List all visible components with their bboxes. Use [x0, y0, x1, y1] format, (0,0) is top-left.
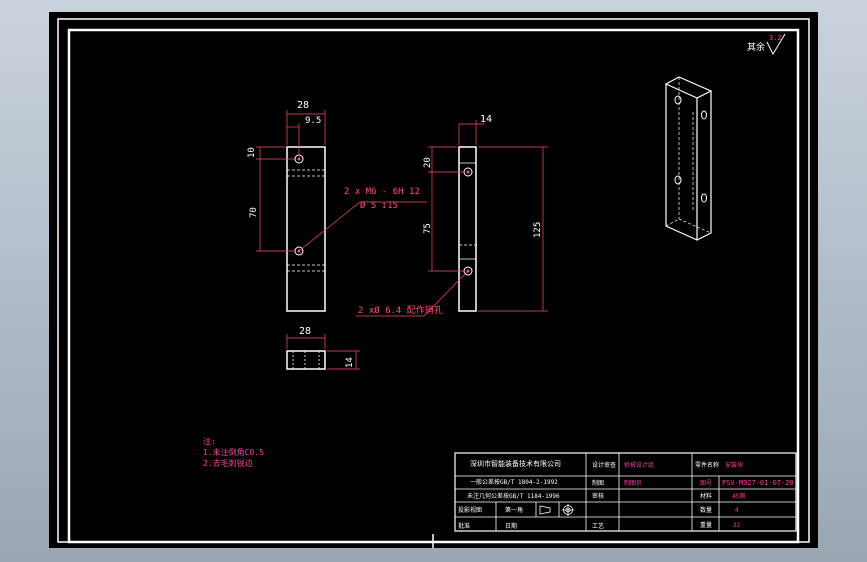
notes-title: 注: [203, 436, 216, 446]
notes-line2: 2.去毛刺锐边 [203, 458, 253, 468]
notes-line1: 1.未注倒角C0.5 [203, 447, 264, 457]
thread-callout-line1: 2 x M6 - 6H 12 [344, 187, 420, 197]
cad-drawing: 其余 3.2 28 9.5 10 70 2 x [57, 18, 810, 548]
tb-weight-value: 32 [733, 522, 741, 529]
tb-material-label: 材料 [700, 492, 712, 500]
tb-drawing-no-label: 图号 [700, 480, 712, 487]
front-dim-top: 10 [247, 147, 257, 158]
tb-company: 深圳市智能装备技术有限公司 [470, 459, 561, 468]
tb-part-name-label: 零件名称 [695, 461, 719, 469]
top-view: 28 14 [286, 326, 360, 370]
title-block: 深圳市智能装备技术有限公司 一般公差按GB/T 1804-2-1992 未注几何… [454, 452, 797, 532]
front-dim-spacing: 70 [249, 207, 259, 218]
side-dim-spacing: 75 [423, 223, 433, 234]
tb-checked-label: 审核 [592, 492, 604, 500]
roughness-symbol-icon [766, 33, 786, 56]
tb-designer-label: 设计审查 [592, 461, 616, 469]
side-dim-length: 125 [533, 222, 543, 238]
pin-hole-callout: 2 xØ 6.4 配作销孔 [358, 304, 443, 316]
tb-approve-label: 批准 [458, 522, 470, 530]
isometric-view [664, 76, 713, 241]
front-view: 28 9.5 10 70 [247, 100, 326, 312]
tb-part-name-value: 安装块 [725, 461, 743, 469]
front-dim-offset: 9.5 [305, 116, 321, 126]
tb-process-label: 工艺 [592, 522, 604, 530]
side-dim-thickness: 14 [480, 114, 492, 125]
front-outline [286, 146, 326, 312]
side-dim-top: 20 [423, 157, 433, 168]
side-outline [458, 146, 477, 312]
projection-symbol-icon [539, 504, 574, 516]
side-view: 14 20 75 125 [423, 114, 548, 312]
tb-date-label: 日期 [505, 522, 517, 530]
tb-weight-label: 重量 [700, 521, 712, 529]
roughness-label: 其余 [747, 41, 765, 53]
tb-material-value: 45钢 [732, 492, 745, 500]
roughness-value: 3.2 [769, 34, 782, 42]
tb-qty-value: 4 [735, 507, 739, 514]
tb-scale-label: 第一角 [505, 506, 523, 514]
tb-std1: 一般公差按GB/T 1804-2-1992 [470, 478, 558, 486]
drawing-sheet: 其余 3.2 28 9.5 10 70 2 x [49, 12, 818, 548]
tb-drawn-label: 制图 [592, 479, 604, 487]
thread-callout-line2: Ø 5 ↧15 [360, 200, 398, 211]
tb-designer-value: 机械设计组 [624, 461, 654, 469]
front-dim-width: 28 [297, 100, 309, 111]
top-outline [286, 350, 326, 370]
inner-border [67, 28, 800, 544]
tb-proj-label: 投影视图 [458, 506, 482, 514]
tb-checked-value: 制图员 [624, 479, 642, 487]
tb-qty-label: 数量 [700, 506, 712, 514]
tb-drawing-no-value: PSV-M027-01-07-20 [722, 479, 794, 487]
top-dim-height: 14 [345, 357, 355, 368]
tb-std2: 未注几何公差按GB/T 1184-1996 [467, 492, 560, 500]
top-dim-width: 28 [299, 326, 311, 337]
